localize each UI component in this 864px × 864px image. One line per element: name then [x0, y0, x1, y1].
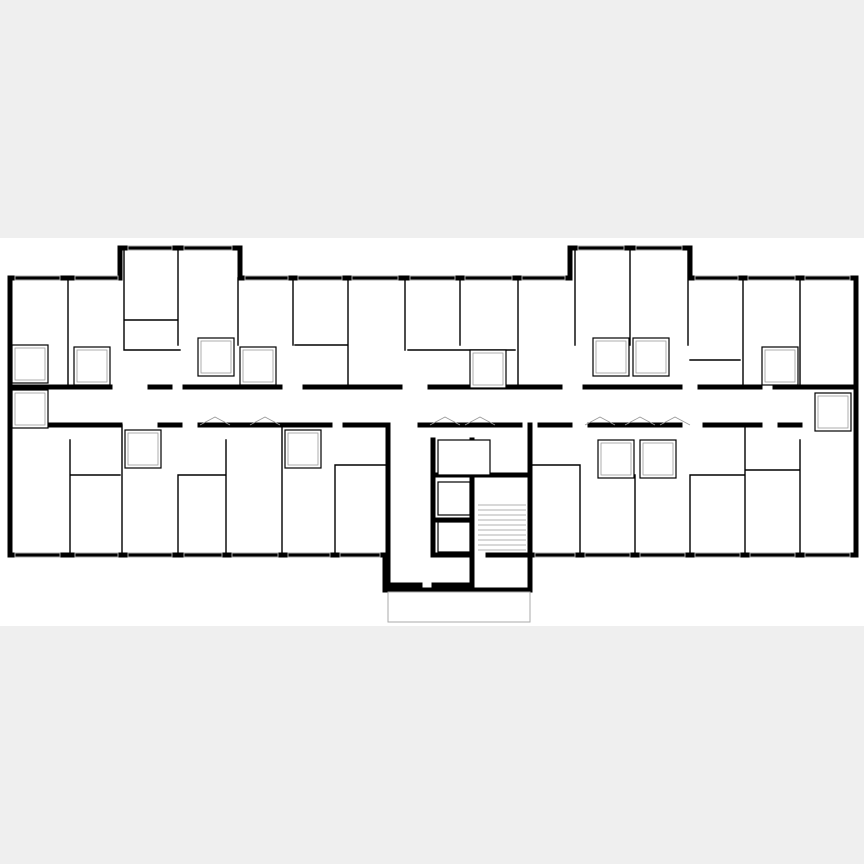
- partition-walls: [67, 247, 801, 556]
- elevator-shaft-2: [437, 481, 471, 516]
- bathtub-inner: [635, 340, 667, 374]
- window: [534, 552, 576, 558]
- bathtub-inner: [127, 432, 159, 466]
- bathtub: [592, 337, 630, 377]
- window: [231, 552, 279, 558]
- window: [127, 552, 173, 558]
- window: [74, 552, 119, 558]
- window: [694, 552, 741, 558]
- kitchen-counter: [584, 416, 616, 426]
- window: [584, 552, 631, 558]
- south-partitions: [69, 424, 801, 556]
- bathtub-inner: [642, 442, 674, 476]
- bathtub: [11, 389, 49, 429]
- north-facade-wall: [7, 245, 859, 281]
- bathtub-inner: [287, 432, 319, 466]
- bathtub-inner: [817, 395, 849, 429]
- window: [577, 245, 625, 251]
- window: [639, 552, 686, 558]
- bathtub: [639, 439, 677, 479]
- kitchen-counter: [659, 416, 691, 426]
- window: [287, 552, 331, 558]
- kitchen-counter: [429, 416, 461, 426]
- bathtub: [239, 346, 277, 386]
- window: [747, 275, 796, 281]
- bathtub-inner: [242, 349, 274, 383]
- bathtub: [11, 344, 49, 384]
- window: [749, 552, 796, 558]
- bathtub: [284, 429, 322, 469]
- bathtub-inner: [764, 349, 796, 383]
- elevator-shaft-3: [437, 521, 471, 553]
- bathtub-inner: [200, 340, 232, 374]
- south-facade-wall: [7, 552, 859, 593]
- core: [385, 422, 533, 623]
- windows: [14, 245, 851, 558]
- bathtub-inner: [472, 352, 504, 386]
- window: [804, 275, 851, 281]
- window: [339, 552, 381, 558]
- bathtub: [632, 337, 670, 377]
- window: [635, 245, 683, 251]
- kitchen-counter: [199, 416, 231, 426]
- window: [804, 552, 851, 558]
- window: [297, 275, 343, 281]
- kitchen-counter: [624, 416, 656, 426]
- north-partitions: [67, 247, 801, 388]
- window: [694, 275, 739, 281]
- bathtub: [73, 346, 111, 386]
- bathtub-inner: [14, 392, 46, 426]
- bathtub-inner: [14, 347, 46, 381]
- corridor-walls: [7, 384, 859, 428]
- window: [14, 552, 61, 558]
- window: [74, 275, 119, 281]
- window: [464, 275, 513, 281]
- bathtub: [814, 392, 852, 432]
- window: [521, 275, 566, 281]
- elevator-shaft-1: [437, 439, 491, 476]
- fixtures: [11, 337, 852, 479]
- bathtub-inner: [600, 442, 632, 476]
- bathtub: [761, 346, 799, 386]
- window: [409, 275, 456, 281]
- window: [351, 275, 399, 281]
- bathtub-inner: [595, 340, 627, 374]
- bathtub: [597, 439, 635, 479]
- staircase: [478, 504, 526, 551]
- kitchen-counter: [249, 416, 281, 426]
- bathtub-inner: [76, 349, 108, 383]
- entrance-canopy: [387, 591, 531, 623]
- window: [244, 275, 289, 281]
- window: [127, 245, 173, 251]
- window: [14, 275, 61, 281]
- kitchen-counter: [464, 416, 496, 426]
- window: [183, 245, 233, 251]
- bathtub: [124, 429, 162, 469]
- window: [183, 552, 223, 558]
- bathtub: [469, 349, 507, 389]
- bathtub: [197, 337, 235, 377]
